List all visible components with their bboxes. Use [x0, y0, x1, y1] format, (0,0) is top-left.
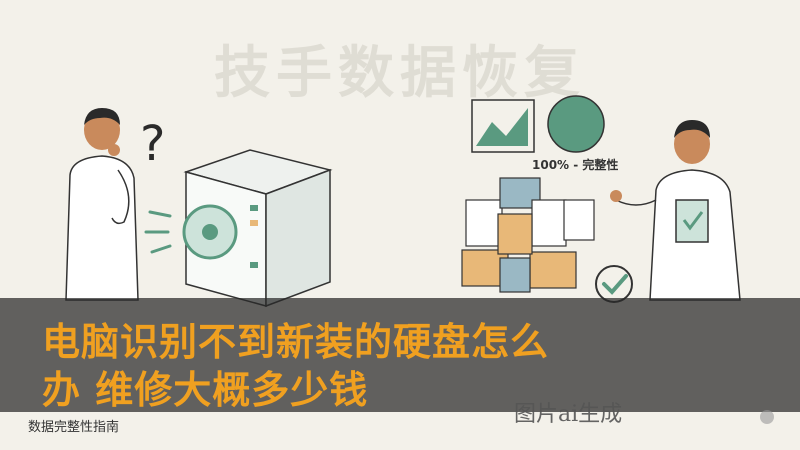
corner-badge-icon — [760, 410, 774, 424]
files-and-folders-icon — [461, 177, 595, 293]
thinking-person-icon — [65, 108, 139, 301]
headline: 电脑识别不到新装的硬盘怎么 办 维修大概多少钱 — [42, 318, 682, 414]
pie-chart-icon — [547, 95, 605, 153]
completeness-label: 100% - 完整性 — [532, 158, 619, 172]
background-heading: 技手数据恢复 — [214, 40, 586, 106]
hard-drive-box-icon — [182, 149, 333, 308]
line-chart-icon — [471, 99, 535, 153]
ai-watermark: 图片ai生成 — [514, 402, 623, 427]
headline-line-2: 办 维修大概多少钱 — [42, 368, 369, 412]
checkmark-icon — [595, 265, 633, 303]
headline-line-1: 电脑识别不到新装的硬盘怎么 — [42, 320, 550, 364]
footer-bar — [0, 412, 800, 450]
question-mark-icon: ? — [140, 116, 165, 172]
signal-waves-icon — [144, 210, 172, 254]
headline-overlay — [0, 298, 800, 433]
happy-person-icon — [610, 120, 741, 301]
clipboard-icon — [675, 199, 709, 243]
site-label[interactable]: 数据完整性指南 — [28, 420, 120, 435]
